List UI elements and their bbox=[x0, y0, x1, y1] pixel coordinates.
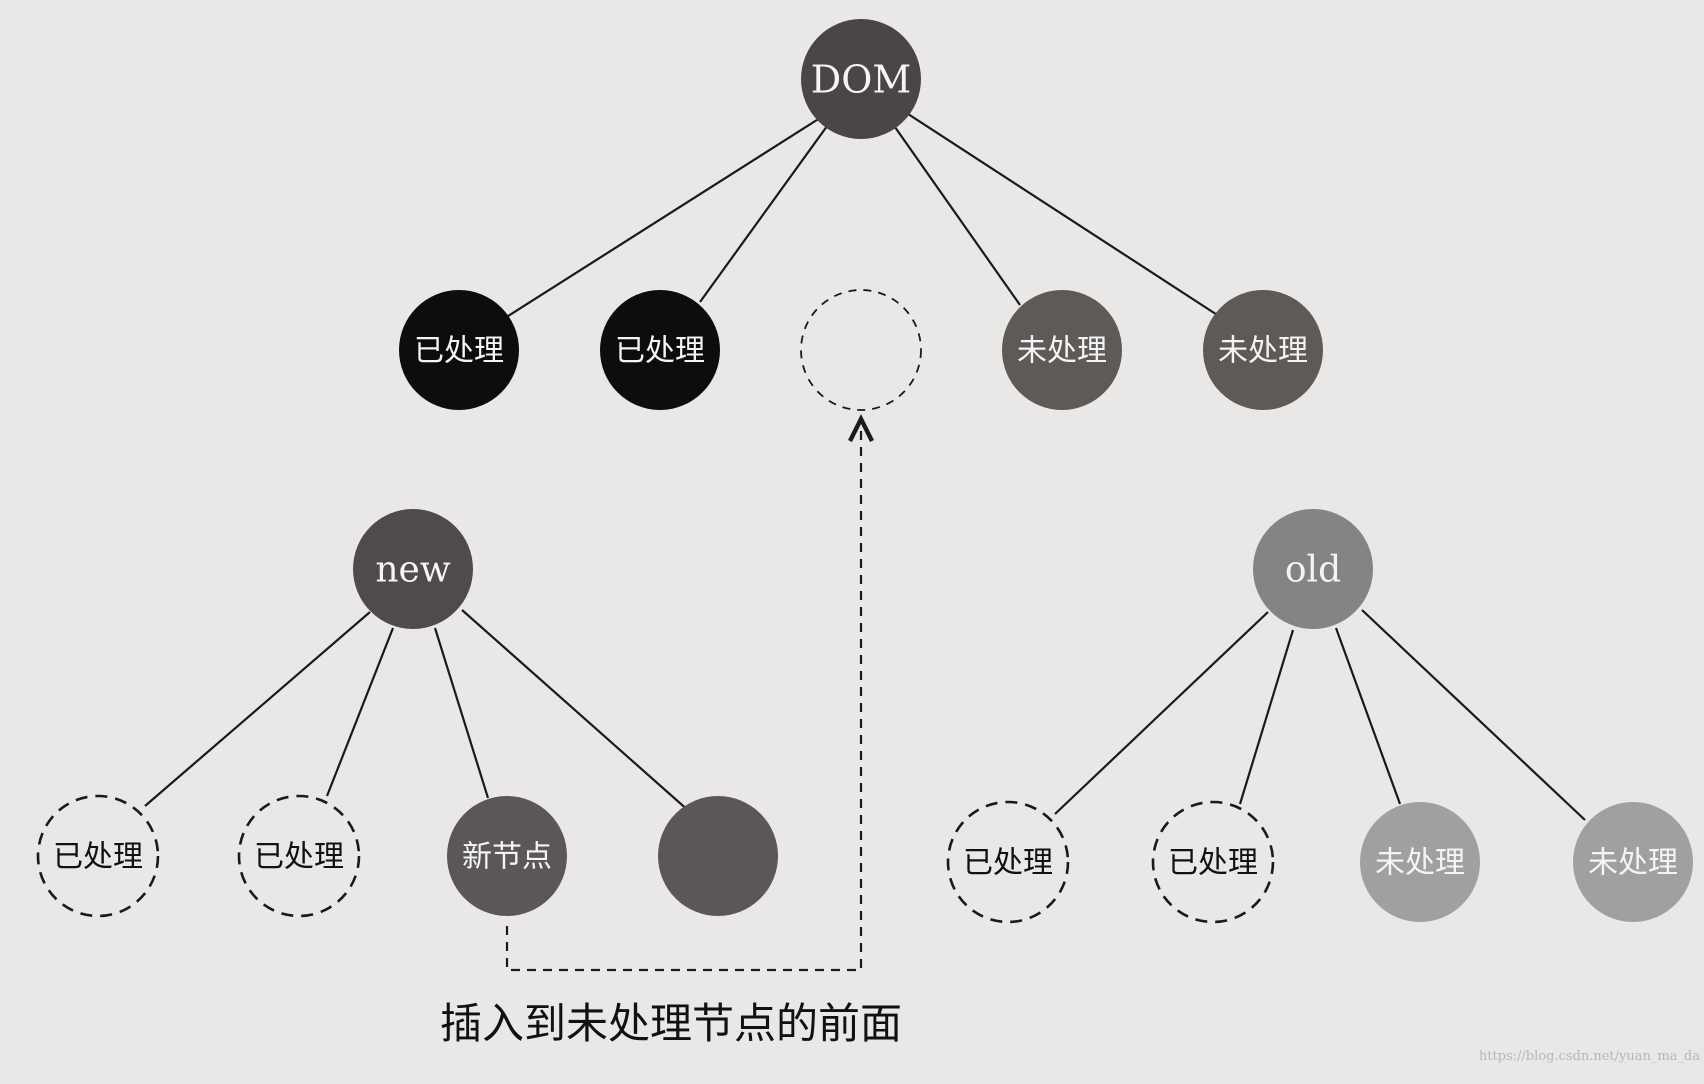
new-child-node-3: 新节点 bbox=[447, 796, 567, 916]
new-child-node-2: 已处理 bbox=[237, 794, 361, 918]
dom-edge-1 bbox=[504, 117, 821, 319]
dom-child-node-4: 未处理 bbox=[1002, 290, 1122, 410]
old-root-node-circle bbox=[1253, 509, 1373, 629]
new-edge-4 bbox=[461, 609, 691, 813]
old-child-node-2-circle bbox=[1151, 800, 1275, 924]
dom-edge-5 bbox=[904, 111, 1226, 321]
dom-child-node-4-circle bbox=[1002, 290, 1122, 410]
old-child-node-3-label: 未处理 bbox=[1375, 846, 1465, 881]
new-child-node-4 bbox=[658, 796, 778, 916]
dom-child-node-1: 已处理 bbox=[399, 290, 519, 410]
new-child-node-1-circle bbox=[36, 794, 160, 918]
dom-child-node-3 bbox=[800, 289, 922, 411]
caption-text: 插入到未处理节点的前面 bbox=[440, 999, 902, 1048]
dom-edge-2 bbox=[699, 121, 831, 303]
old-edge-1 bbox=[1054, 611, 1269, 815]
old-edge-4 bbox=[1361, 609, 1586, 821]
dom-root-node-circle bbox=[801, 19, 921, 139]
old-root-node-label: old bbox=[1285, 550, 1341, 591]
new-child-node-3-label: 新节点 bbox=[462, 840, 552, 875]
dom-child-node-1-circle bbox=[399, 290, 519, 410]
new-root-node-circle bbox=[353, 509, 473, 629]
old-child-node-1: 已处理 bbox=[946, 800, 1070, 924]
old-child-node-4-circle bbox=[1573, 802, 1693, 922]
new-edge-3 bbox=[433, 627, 490, 799]
new-child-node-4-circle bbox=[658, 796, 778, 916]
dom-child-node-2-label: 已处理 bbox=[615, 334, 705, 369]
old-edge-3 bbox=[1334, 627, 1402, 805]
old-child-node-1-label: 已处理 bbox=[963, 846, 1053, 881]
dom-child-node-4-label: 未处理 bbox=[1017, 334, 1107, 369]
dom-child-node-5: 未处理 bbox=[1203, 290, 1323, 410]
insertion-path bbox=[505, 430, 861, 972]
dom-edge-4 bbox=[889, 119, 1021, 306]
dom-root-node: DOM bbox=[801, 19, 921, 139]
old-child-node-4: 未处理 bbox=[1573, 802, 1693, 922]
new-child-node-1-label: 已处理 bbox=[53, 840, 143, 875]
dom-child-node-5-circle bbox=[1203, 290, 1323, 410]
old-child-node-3: 未处理 bbox=[1360, 802, 1480, 922]
tree-edges bbox=[144, 111, 1586, 821]
old-child-node-2: 已处理 bbox=[1151, 800, 1275, 924]
new-edge-1 bbox=[144, 611, 371, 807]
old-child-node-2-label: 已处理 bbox=[1168, 846, 1258, 881]
new-child-node-2-label: 已处理 bbox=[254, 840, 344, 875]
tree-nodes: DOM已处理已处理未处理未处理new已处理已处理新节点old已处理已处理未处理未… bbox=[36, 19, 1693, 924]
old-child-node-3-circle bbox=[1360, 802, 1480, 922]
new-edge-2 bbox=[325, 627, 395, 797]
dom-child-node-3-circle bbox=[800, 289, 922, 411]
watermark-text: https://blog.csdn.net/yuan_ma_da bbox=[1479, 1049, 1700, 1064]
dom-child-node-1-label: 已处理 bbox=[414, 334, 504, 369]
new-root-node-label: new bbox=[375, 550, 450, 591]
new-child-node-1: 已处理 bbox=[36, 794, 160, 918]
dom-child-node-2: 已处理 bbox=[600, 290, 720, 410]
dom-child-node-5-label: 未处理 bbox=[1218, 334, 1308, 369]
old-child-node-4-label: 未处理 bbox=[1588, 846, 1678, 881]
insertion-arrow bbox=[505, 430, 861, 972]
old-edge-2 bbox=[1238, 629, 1295, 805]
dom-child-node-2-circle bbox=[600, 290, 720, 410]
new-root-node: new bbox=[353, 509, 473, 629]
new-child-node-3-circle bbox=[447, 796, 567, 916]
dom-root-node-label: DOM bbox=[811, 57, 912, 101]
new-child-node-2-circle bbox=[237, 794, 361, 918]
old-root-node: old bbox=[1253, 509, 1373, 629]
old-child-node-1-circle bbox=[946, 800, 1070, 924]
